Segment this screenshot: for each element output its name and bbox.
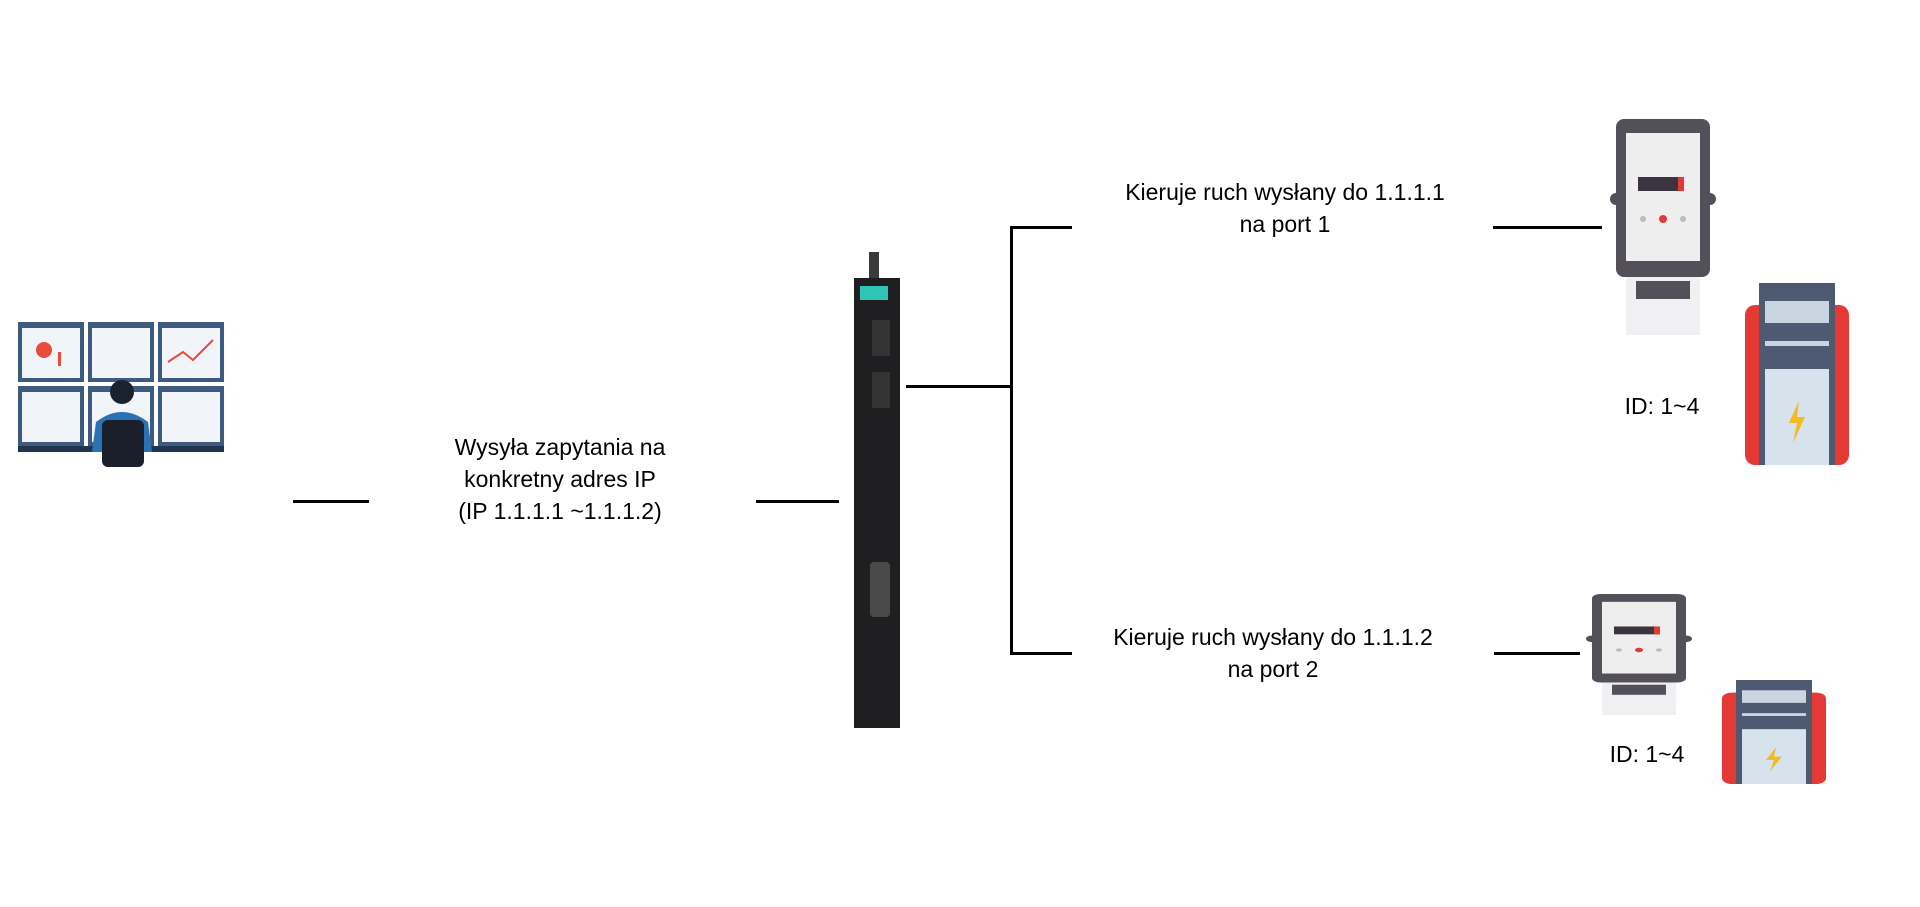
trunk-line [1010,226,1013,655]
label-line: na port 1 [1239,211,1331,237]
label-line: konkretny adres IP [464,466,656,492]
label-line: na port 2 [1227,656,1319,682]
gateway-device-icon [854,252,900,728]
label-line: Kieruje ruch wysłany do 1.1.1.1 [1125,179,1445,205]
energy-meter-icon [1586,594,1692,715]
branch-1-id-label: ID: 1~4 [1624,393,1700,419]
label-line: Kieruje ruch wysłany do 1.1.1.2 [1113,624,1433,650]
branch-1-label: Kieruje ruch wysłany do 1.1.1.1 na port … [1125,176,1445,240]
label-line: Wysyła zapytania na [454,434,666,460]
energy-meter-icon [1610,119,1716,335]
connector-line [756,500,839,503]
branch-2-id-label: ID: 1~4 [1609,741,1685,767]
power-device-icon [1745,283,1849,465]
connector-line [1010,652,1072,655]
connector-line [1493,226,1602,229]
label-line: (IP 1.1.1.1 ~1.1.1.2) [458,498,662,524]
operator-request-label: Wysyła zapytania na konkretny adres IP (… [455,431,666,527]
connector-line [1010,226,1072,229]
connector-line [293,500,369,503]
power-device-icon [1722,680,1826,784]
connector-line [906,385,1012,388]
operator-workstation-icon [18,322,224,467]
connector-line [1494,652,1580,655]
branch-2-label: Kieruje ruch wysłany do 1.1.1.2 na port … [1113,621,1433,685]
